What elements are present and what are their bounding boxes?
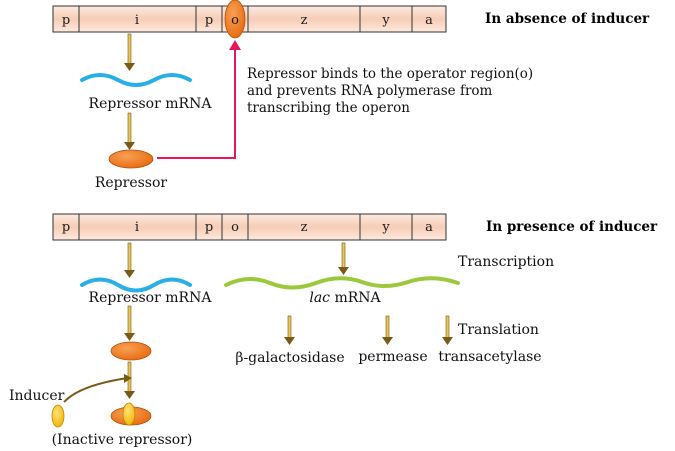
bottom-repressor-mrna-label: Repressor mRNA bbox=[89, 290, 213, 306]
arrow-to-lac-mrna bbox=[338, 242, 349, 275]
top-note-line2: and prevents RNA polymerase from bbox=[247, 83, 493, 99]
bottom-gene-bar-outline bbox=[52, 213, 447, 241]
top-gene-z: z bbox=[301, 13, 308, 28]
top-note-line3: transcribing the operon bbox=[247, 100, 410, 116]
bottom-repressor bbox=[110, 341, 152, 361]
bottom-gene-y: y bbox=[381, 220, 390, 235]
inducer-curved-arrow bbox=[63, 377, 129, 403]
inducer-arrow-head bbox=[124, 374, 132, 383]
bottom-gene-bar: p i p o z y a bbox=[52, 213, 447, 241]
top-repressor bbox=[108, 149, 154, 169]
top-arrow-to-mrna bbox=[124, 33, 135, 71]
top-gene-o: o bbox=[231, 13, 239, 28]
lac-mrna-wave bbox=[224, 276, 460, 290]
arrow-to-permease bbox=[382, 315, 393, 345]
top-heading: In absence of inducer bbox=[485, 11, 650, 27]
bottom-gene-i: i bbox=[135, 220, 139, 235]
red-arrow-head bbox=[229, 40, 241, 50]
transcription-label: Transcription bbox=[458, 254, 554, 270]
inactive-repressor-label: (Inactive repressor) bbox=[52, 432, 193, 448]
top-note-line1: Repressor binds to the operator region(o… bbox=[247, 66, 533, 82]
bottom-arrow-to-mrna bbox=[124, 242, 135, 278]
lac-mrna-label: lac mRNA bbox=[309, 290, 381, 306]
top-gene-y: y bbox=[381, 13, 390, 28]
bottom-gene-a: a bbox=[425, 220, 433, 235]
top-gene-bar-outline bbox=[52, 5, 447, 33]
red-binding-arrow bbox=[157, 48, 236, 159]
bottom-panel: p i p o z y a In presence of inducer Rep… bbox=[9, 213, 658, 448]
arrow-to-transacetylase bbox=[442, 315, 453, 345]
inducer-molecule bbox=[51, 404, 65, 428]
bottom-gene-p2: p bbox=[205, 220, 213, 235]
top-gene-a: a bbox=[425, 13, 433, 28]
top-gene-p1: p bbox=[62, 13, 70, 28]
translation-label: Translation bbox=[458, 322, 539, 338]
top-gene-bar: p i p o z y a bbox=[52, 0, 447, 39]
bottom-repressor-mrna-wave bbox=[80, 277, 192, 293]
bottom-gene-z: z bbox=[301, 220, 308, 235]
lac-mrna-rest: mRNA bbox=[330, 290, 382, 306]
product-galactosidase: β-galactosidase bbox=[235, 350, 344, 366]
top-gene-i: i bbox=[135, 13, 139, 28]
product-transacetylase: transacetylase bbox=[438, 349, 541, 365]
bottom-heading: In presence of inducer bbox=[486, 219, 658, 235]
inducer-label: Inducer bbox=[9, 388, 65, 404]
bound-inducer bbox=[122, 402, 136, 426]
bottom-gene-p1: p bbox=[62, 220, 70, 235]
top-repressor-mrna-label: Repressor mRNA bbox=[89, 96, 213, 112]
bottom-gene-o: o bbox=[231, 220, 239, 235]
bound-repressor bbox=[224, 0, 246, 39]
top-gene-p2: p bbox=[205, 13, 213, 28]
top-panel: p i p o z y a In absence of inducer Repr… bbox=[52, 0, 650, 191]
lac-mrna-italic: lac bbox=[309, 290, 330, 306]
arrow-to-galactosidase bbox=[284, 315, 295, 345]
product-permease: permease bbox=[358, 349, 427, 365]
top-arrow-to-repressor bbox=[124, 112, 135, 150]
top-repressor-mrna-wave bbox=[80, 73, 192, 87]
top-repressor-label: Repressor bbox=[95, 175, 168, 191]
bottom-arrow-to-repressor bbox=[124, 305, 135, 341]
